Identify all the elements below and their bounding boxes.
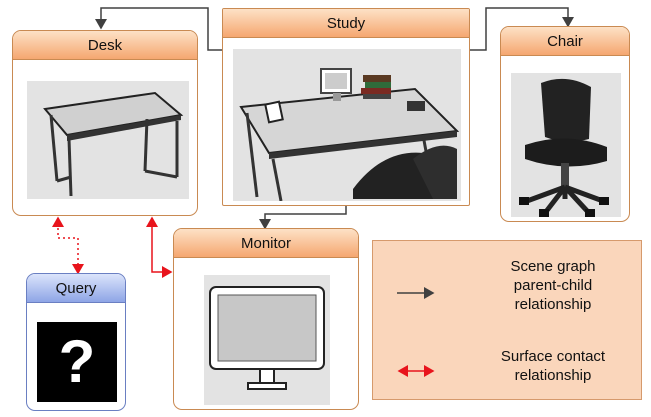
study-node-title: Study bbox=[223, 9, 469, 38]
query-image: ? bbox=[37, 322, 117, 402]
study-node: Study bbox=[222, 8, 470, 206]
legend-contact-label: Surface contact relationship bbox=[500, 348, 606, 384]
desk-node: Desk bbox=[12, 30, 198, 216]
arrow-study-monitor bbox=[259, 206, 347, 230]
query-node-title: Query bbox=[27, 274, 125, 303]
monitor-node-title: Monitor bbox=[174, 229, 358, 258]
monitor-node: Monitor bbox=[173, 228, 359, 410]
legend-parent-child-label: Scene graph parent-child relationship bbox=[510, 258, 596, 313]
arrow-desk-query bbox=[52, 216, 84, 275]
study-image bbox=[233, 49, 461, 201]
chair-node-title: Chair bbox=[501, 27, 629, 56]
chair-node: Chair bbox=[500, 26, 630, 222]
chair-image bbox=[511, 73, 621, 217]
legend-symbols bbox=[397, 287, 435, 377]
question-mark-icon: ? bbox=[58, 328, 96, 395]
desk-image bbox=[27, 81, 189, 199]
arrow-desk-monitor bbox=[146, 216, 173, 278]
desk-node-title: Desk bbox=[13, 31, 197, 60]
legend-box: Scene graph parent-child relationship Su… bbox=[372, 240, 642, 400]
monitor-image bbox=[204, 275, 330, 405]
query-node: Query ? bbox=[26, 273, 126, 411]
